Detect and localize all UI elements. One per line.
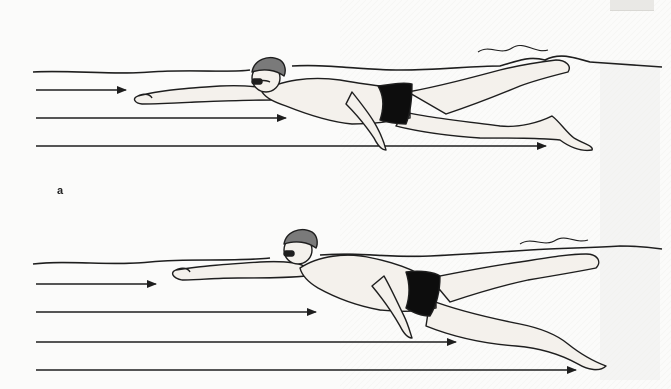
corner-tab — [610, 0, 654, 11]
paper-shadow — [600, 60, 660, 380]
panel-label-a: a — [57, 185, 64, 197]
